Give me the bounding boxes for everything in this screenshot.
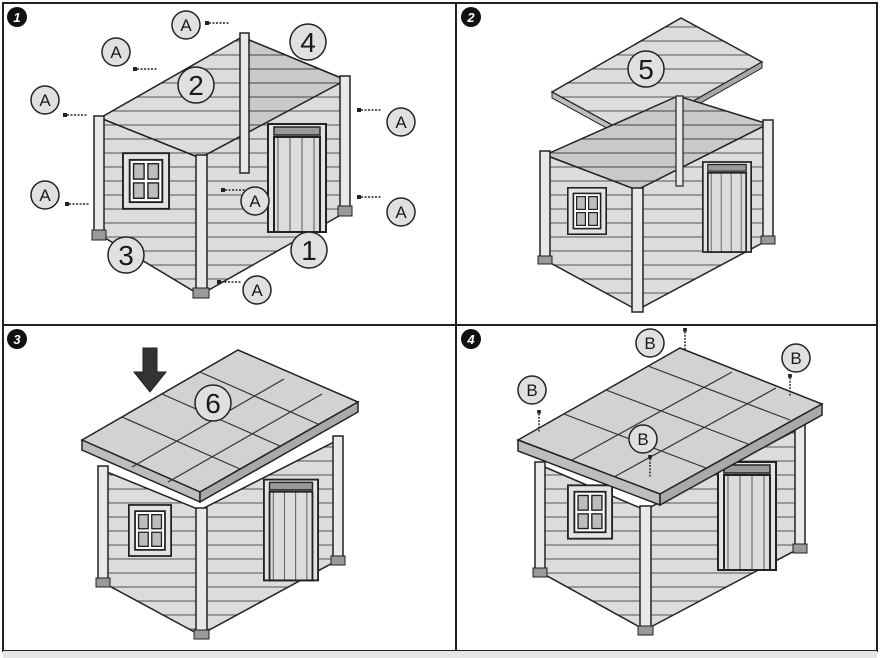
label-a: A xyxy=(242,275,272,305)
svg-text:2: 2 xyxy=(466,10,475,25)
svg-text:B: B xyxy=(644,334,655,353)
step-3-panel: 3 6 xyxy=(7,329,360,640)
svg-text:A: A xyxy=(395,113,407,132)
label-b: B xyxy=(781,343,811,373)
label-a: A xyxy=(171,10,201,40)
svg-text:5: 5 xyxy=(638,54,654,85)
label-a: A xyxy=(386,107,416,137)
step-2-door xyxy=(702,161,752,253)
svg-text:A: A xyxy=(249,192,261,211)
label-a: A xyxy=(30,85,60,115)
step-4-badge: 4 xyxy=(461,329,481,349)
svg-text:3: 3 xyxy=(13,332,21,347)
part-label-6: 6 xyxy=(194,384,232,422)
label-a: A xyxy=(101,37,131,67)
step-2-badge: 2 xyxy=(461,7,481,27)
step-2-panel: 2 5 xyxy=(461,7,776,313)
part-label-4: 4 xyxy=(289,23,327,61)
svg-text:B: B xyxy=(790,349,801,368)
part-label-2: 2 xyxy=(177,66,215,104)
svg-text:A: A xyxy=(39,186,51,205)
part-label-5: 5 xyxy=(627,50,665,88)
label-b: B xyxy=(635,328,665,358)
part-label-3: 3 xyxy=(107,236,145,274)
svg-text:1: 1 xyxy=(13,10,20,25)
down-arrow-icon xyxy=(132,347,168,393)
svg-text:B: B xyxy=(526,381,537,400)
svg-text:6: 6 xyxy=(205,388,221,419)
label-b: B xyxy=(517,375,547,405)
svg-text:2: 2 xyxy=(188,70,204,101)
label-b: B xyxy=(628,424,658,454)
svg-text:B: B xyxy=(637,430,648,449)
label-a: A xyxy=(386,197,416,227)
bottom-strip xyxy=(3,651,877,658)
svg-text:1: 1 xyxy=(301,235,317,266)
svg-text:3: 3 xyxy=(118,240,134,271)
step-1-panel: 1 A A A A A A A A xyxy=(7,7,416,305)
part-label-1: 1 xyxy=(290,231,328,269)
step-4-panel: 4 B B B B xyxy=(461,328,824,636)
step-2-window xyxy=(567,186,607,236)
svg-text:A: A xyxy=(39,91,51,110)
label-a: A xyxy=(240,186,270,216)
step-3-door xyxy=(263,478,319,582)
svg-text:A: A xyxy=(395,203,407,222)
label-a: A xyxy=(30,180,60,210)
step-1-window xyxy=(122,152,170,210)
step-3-badge: 3 xyxy=(7,329,27,349)
step-1-door xyxy=(267,122,327,234)
step-4-window xyxy=(567,484,613,540)
svg-text:A: A xyxy=(110,43,122,62)
svg-text:A: A xyxy=(180,16,192,35)
step-1-badge: 1 xyxy=(7,7,27,27)
step-3-window xyxy=(128,504,172,557)
svg-text:A: A xyxy=(251,281,263,300)
svg-text:4: 4 xyxy=(300,27,316,58)
step-4-door xyxy=(717,460,777,572)
svg-text:4: 4 xyxy=(466,332,475,347)
